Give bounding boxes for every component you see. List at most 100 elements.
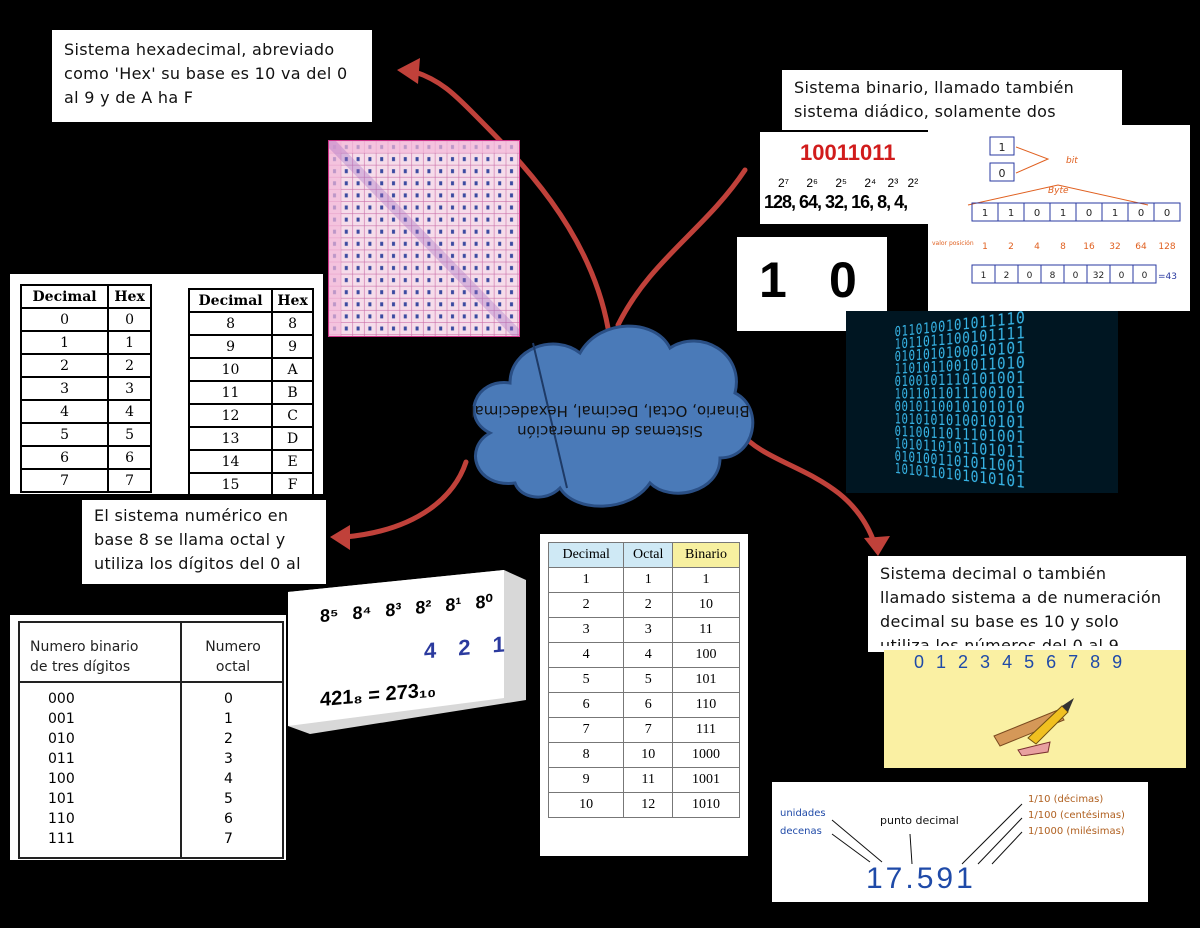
- octal-digit: 2: [458, 634, 471, 661]
- binary-note: Sistema binario, llamado también sistema…: [782, 70, 1122, 130]
- digit-zero: 0: [829, 252, 857, 308]
- table-cell: 1001: [672, 767, 740, 793]
- byte-bit: 1: [1112, 208, 1118, 219]
- table-cell: 5: [107, 422, 152, 447]
- table-cell: 4: [224, 771, 233, 787]
- hex-note-line1: Sistema hexadecimal, abreviado: [64, 40, 335, 59]
- decimal-note-line2: llamado sistema a de numeración: [880, 588, 1162, 607]
- binary-power: 2⁵: [835, 176, 847, 190]
- binary-power: 2³: [887, 176, 899, 190]
- table-cell: 6: [224, 811, 233, 827]
- table-cell: 6: [623, 692, 674, 718]
- hex-table-header: Hex: [107, 284, 152, 309]
- pencil-ruler-icon: [993, 698, 1074, 756]
- table-cell: 1010: [672, 792, 740, 818]
- table-cell: 9: [271, 334, 314, 359]
- table-cell: 5: [623, 667, 674, 693]
- octal-binary-card: Numero binario de tres dígitos Numero oc…: [10, 615, 286, 860]
- result-value: 8: [1050, 271, 1056, 281]
- arrow-to-octal: [342, 459, 469, 540]
- byte-bit: 1: [1008, 208, 1014, 219]
- table-cell: 110: [48, 811, 75, 827]
- byte-cell: [1153, 202, 1181, 222]
- table-cell: 4: [107, 399, 152, 424]
- table-cell: 7: [224, 831, 233, 847]
- position-value: 8: [1060, 242, 1066, 252]
- byte-bit: 0: [1034, 208, 1040, 219]
- table-cell: 010: [48, 731, 75, 747]
- table-cell: 3: [19, 376, 110, 401]
- table-cell: 11: [187, 380, 274, 405]
- result-cell: [1132, 264, 1157, 284]
- byte-bit: 0: [1164, 208, 1170, 219]
- place-value-card: unidades decenas punto decimal 1/10 (déc…: [772, 782, 1148, 902]
- octal-note: El sistema numérico en base 8 se llama o…: [82, 500, 326, 584]
- octal-note-line1: El sistema numérico en: [94, 506, 289, 525]
- top-bit-1: 1: [999, 141, 1006, 154]
- dob-header-decimal: Decimal: [547, 542, 625, 568]
- label-hundredths: 1/100 (centésimas): [1028, 810, 1125, 821]
- byte-bit: 0: [1086, 208, 1092, 219]
- result-value: 2: [1004, 271, 1010, 281]
- table-cell: 110: [672, 692, 740, 718]
- position-value: 4: [1034, 242, 1040, 252]
- table-cell: 1: [623, 567, 674, 593]
- decimal-note: Sistema decimal o también llamado sistem…: [868, 556, 1186, 652]
- table-cell: 6: [107, 445, 152, 470]
- table-cell: 2: [623, 592, 674, 618]
- position-value: 16: [1083, 242, 1095, 252]
- result-value: 0: [1073, 271, 1079, 281]
- table-cell: 3: [107, 376, 152, 401]
- decimal-digit: 0: [914, 652, 925, 672]
- octal-card-shape: [288, 570, 526, 734]
- decimal-digit: 4: [1002, 652, 1013, 672]
- hex-note-line3: al 9 y de A ha F: [64, 88, 194, 107]
- arrow-to-decimal: [737, 429, 878, 548]
- arrow-to-hex: [412, 69, 611, 331]
- table-cell: A: [271, 357, 314, 382]
- table-cell: 5: [19, 422, 110, 447]
- table-cell: 9: [547, 767, 625, 793]
- table-cell: 12: [187, 403, 274, 428]
- table-cell: F: [271, 472, 314, 497]
- place-value-lines: [831, 803, 1023, 865]
- table-cell: 5: [547, 667, 625, 693]
- decimal-digit: 8: [1090, 652, 1101, 672]
- table-cell: E: [271, 449, 314, 474]
- byte-bit: 1: [1060, 208, 1066, 219]
- table-cell: 4: [19, 399, 110, 424]
- bit-label: bit: [1066, 156, 1078, 166]
- binary-power: 2⁶: [806, 176, 818, 190]
- top-bit-0: 0: [999, 167, 1006, 180]
- cloud-title-line2: Binario, Octal, Decimal, Hexadecimal: [470, 402, 749, 420]
- result-value: 0: [1142, 271, 1148, 281]
- place-value-number: 17.591: [866, 862, 976, 895]
- table-cell: 11: [672, 617, 740, 643]
- result-value: 0: [1119, 271, 1125, 281]
- decimal-digit: 9: [1112, 652, 1123, 672]
- binary-power: 2⁷: [778, 176, 790, 190]
- table-cell: 3: [547, 617, 625, 643]
- octal-note-line3: utiliza los dígitos del 0 al: [94, 554, 301, 573]
- table-cell: 6: [19, 445, 110, 470]
- dob-header-binary: Binario: [672, 542, 740, 568]
